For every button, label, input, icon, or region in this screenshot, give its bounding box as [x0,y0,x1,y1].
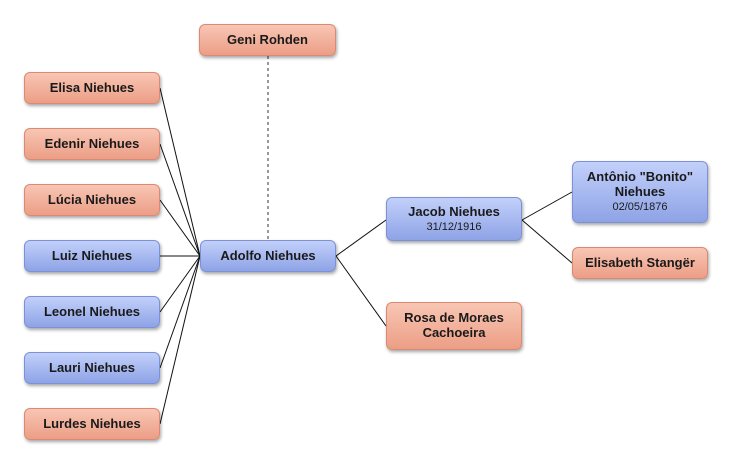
mother-node[interactable]: Rosa de Moraes Cachoeira [386,302,522,350]
person-date: 02/05/1876 [612,201,668,214]
person-name: Edenir Niehues [44,135,140,151]
grandparent-link [521,191,573,221]
child-node[interactable]: Lúcia Niehues [24,184,160,216]
child-node[interactable]: Edenir Niehues [24,128,160,160]
person-name: Leonel Niehues [43,303,141,319]
person-name: Elisa Niehues [49,79,135,95]
child-link [159,255,201,313]
child-link [159,143,201,257]
person-name: Lúcia Niehues [47,191,137,207]
parent-link [335,219,387,257]
child-link [159,87,201,257]
focus-person-node[interactable]: Adolfo Niehues [200,240,336,272]
child-link [159,255,201,425]
person-name: Geni Rohden [227,31,308,47]
child-node[interactable]: Elisa Niehues [24,72,160,104]
father-node[interactable]: Jacob Niehues 31/12/1916 [386,197,522,241]
person-name: Elisabeth Stangër [585,254,695,270]
child-link [159,255,201,369]
child-node[interactable]: Luiz Niehues [24,240,160,272]
child-node[interactable]: Leonel Niehues [24,296,160,328]
person-name: Antônio "Bonito" Niehues [586,169,694,200]
grandparent-link [521,219,573,264]
person-name: Lauri Niehues [49,359,135,375]
person-name: Adolfo Niehues [220,247,316,263]
person-date: 31/12/1916 [426,220,482,233]
person-name: Lurdes Niehues [43,415,141,431]
child-node[interactable]: Lurdes Niehues [24,408,160,440]
child-node[interactable]: Lauri Niehues [24,352,160,384]
grandmother-node[interactable]: Elisabeth Stangër [572,247,708,279]
person-name: Jacob Niehues [408,203,500,219]
child-link [159,199,201,257]
partner-node[interactable]: Geni Rohden [199,24,336,56]
parent-link [335,255,387,327]
grandfather-node[interactable]: Antônio "Bonito" Niehues 02/05/1876 [572,161,708,223]
person-name: Luiz Niehues [51,247,133,263]
person-name: Rosa de Moraes Cachoeira [404,310,504,340]
